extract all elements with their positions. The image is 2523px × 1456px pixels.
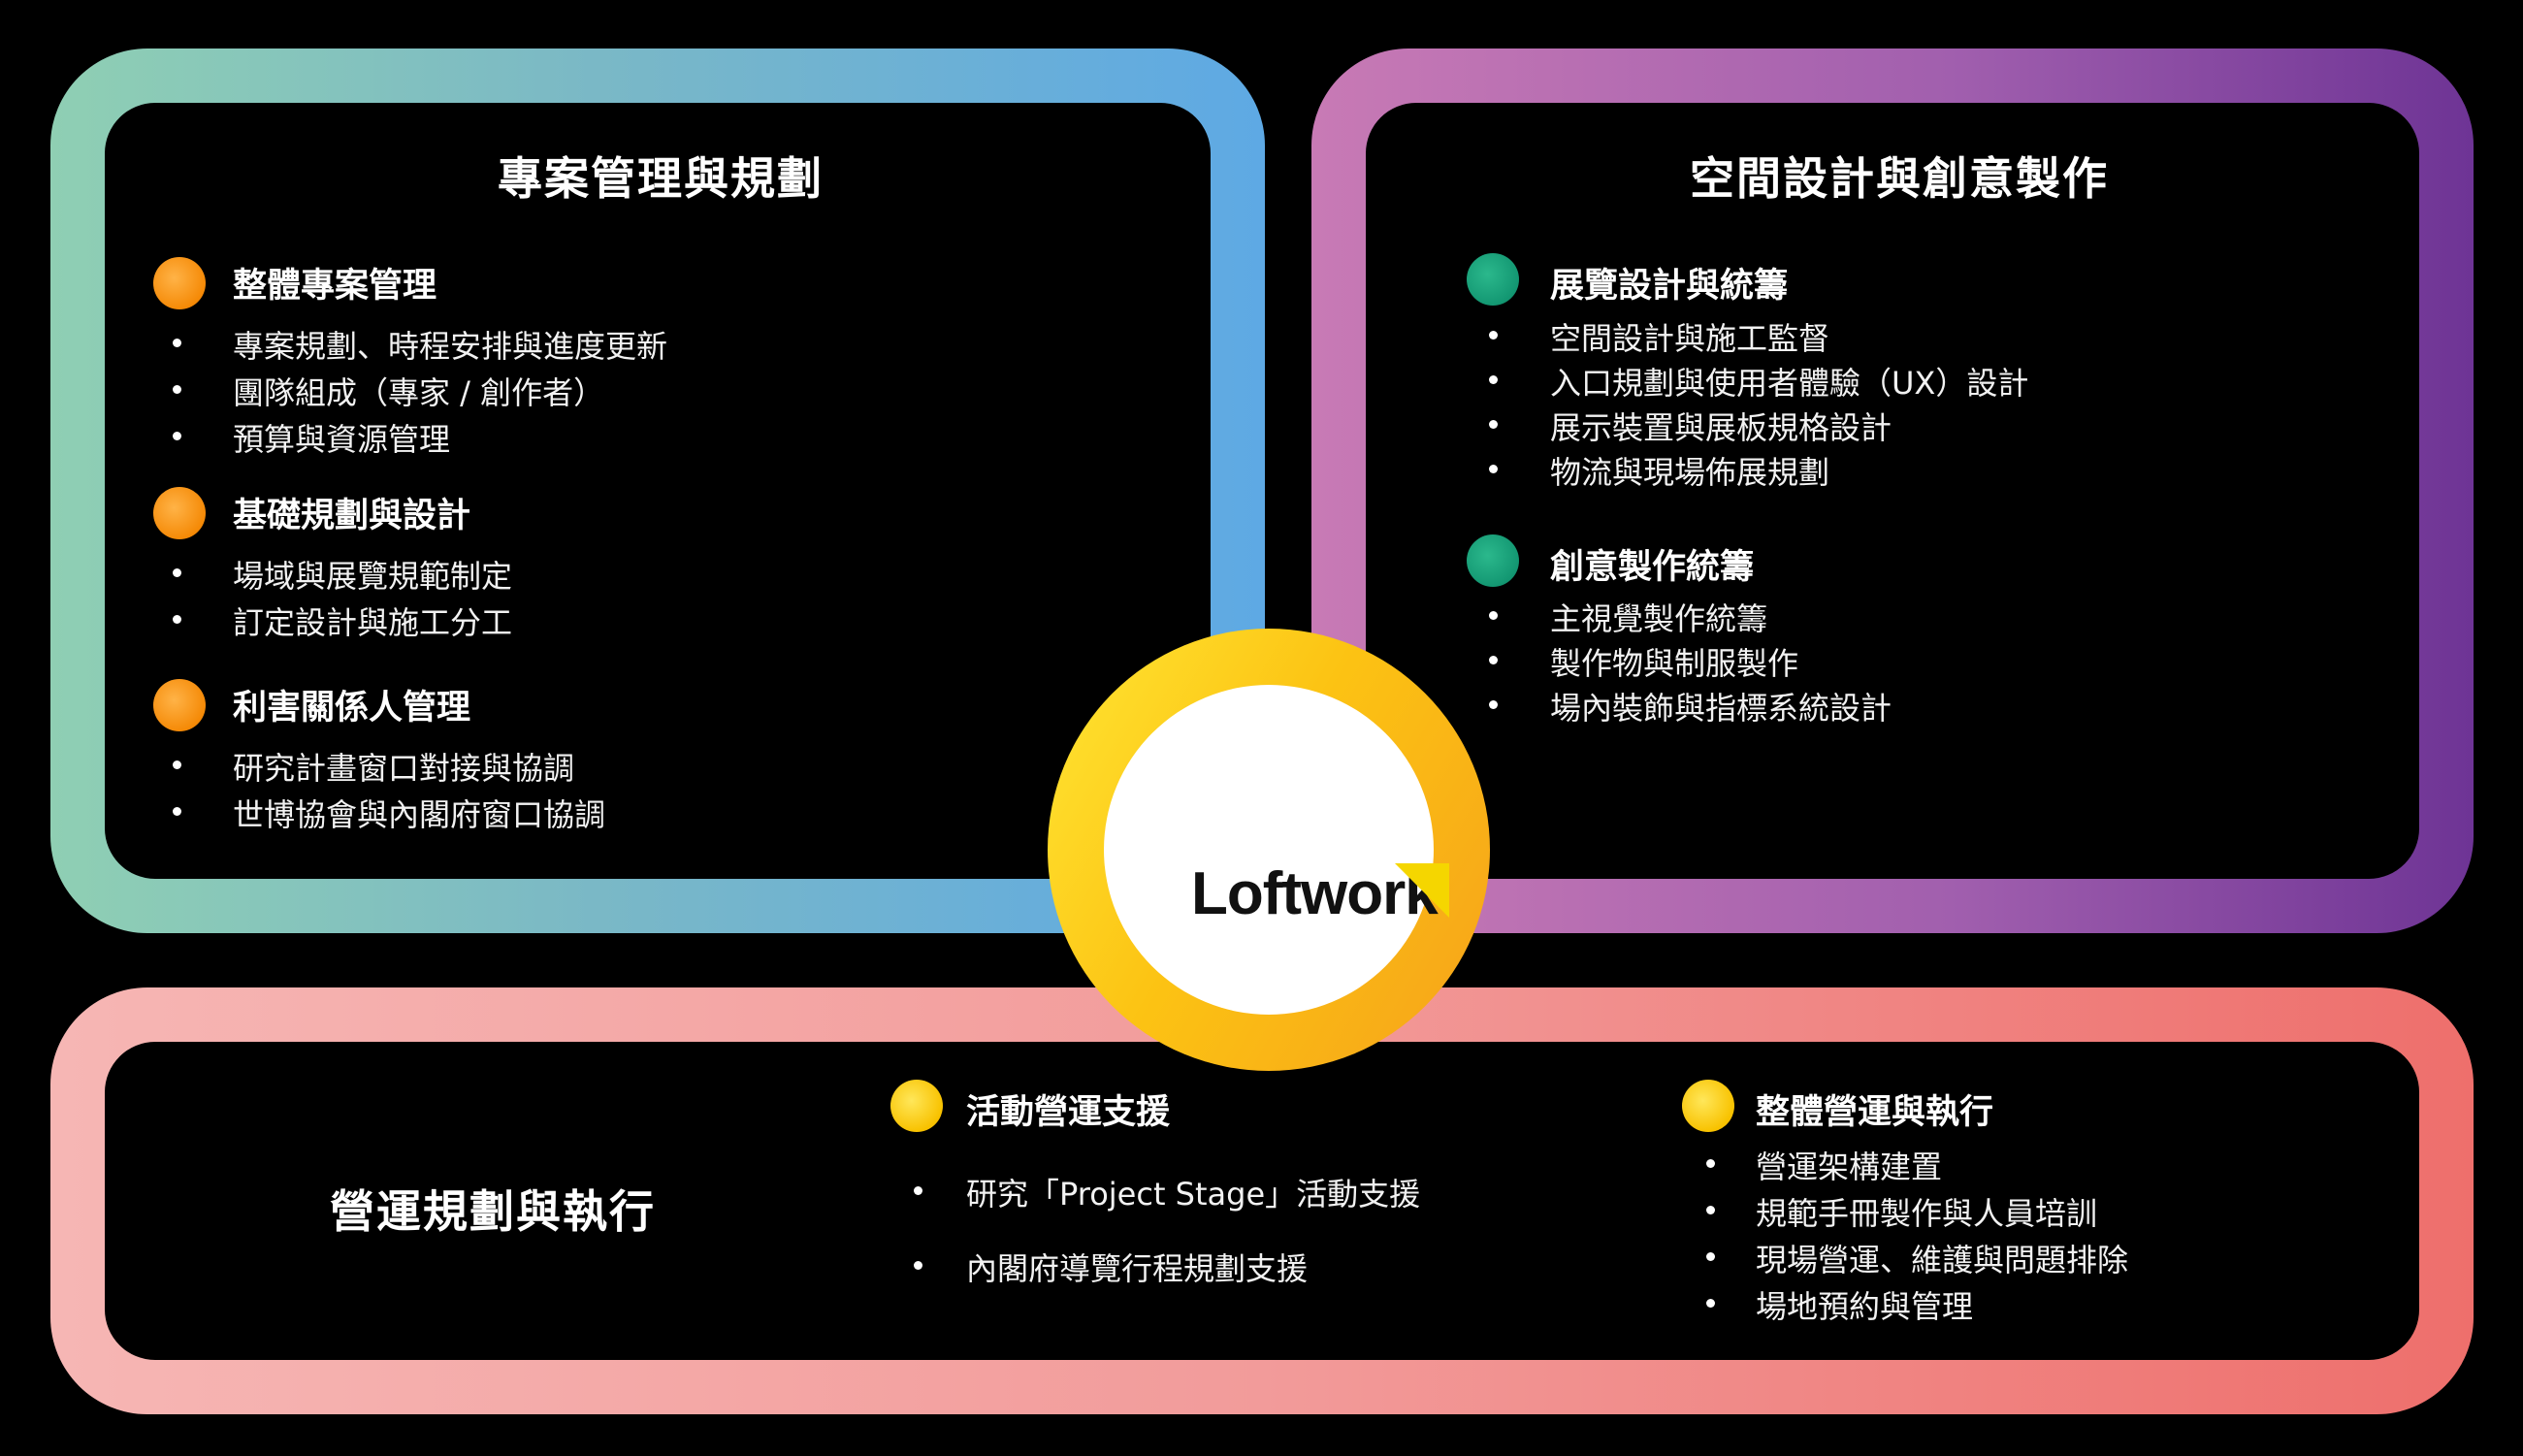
bullet-icon (1706, 1159, 1715, 1168)
list-item: 訂定設計與施工分工 (233, 604, 513, 641)
section-title: 基礎規劃與設計 (233, 497, 471, 535)
list-item: 入口規劃與使用者體驗（UX）設計 (1550, 365, 2029, 402)
orange-dot-icon (153, 487, 206, 539)
list-item: 營運架構建置 (1756, 1149, 1943, 1185)
bullet-icon (173, 339, 181, 347)
bullet-icon (1489, 656, 1498, 664)
orange-dot-icon (153, 257, 206, 309)
list-item: 場地預約與管理 (1756, 1288, 1974, 1325)
section-title: 利害關係人管理 (233, 689, 471, 728)
bullet-icon (1706, 1299, 1715, 1308)
list-item: 主視覺製作統籌 (1550, 600, 1768, 637)
list-item: 現場營運、維護與問題排除 (1756, 1242, 2129, 1278)
orange-dot-icon (153, 679, 206, 731)
project-management-panel (105, 103, 1211, 879)
bullet-icon (173, 807, 181, 816)
list-item: 研究「Project Stage」活動支援 (966, 1176, 1421, 1213)
logo-ring: Loftwork (1048, 629, 1490, 1071)
list-item: 內閣府導覽行程規劃支援 (966, 1250, 1309, 1287)
section-title: 活動營運支援 (966, 1093, 1171, 1132)
list-item: 研究計畫窗口對接與協調 (233, 750, 575, 787)
list-item: 場域與展覽規範制定 (233, 558, 513, 595)
operation-panel-title: 營運規劃與執行 (330, 1185, 656, 1238)
list-item: 團隊組成（專家 / 創作者） (233, 374, 605, 411)
bullet-icon (173, 385, 181, 394)
list-item: 世博協會與內閣府窗口協調 (233, 796, 606, 833)
logo-text: Loftwork (1191, 860, 1439, 927)
bullet-icon (173, 432, 181, 440)
bullet-icon (173, 760, 181, 769)
bullet-icon (914, 1261, 922, 1270)
section-title: 整體專案管理 (233, 267, 437, 306)
bullet-icon (1489, 331, 1498, 340)
section-title: 整體營運與執行 (1756, 1093, 1994, 1132)
bullet-icon (1489, 700, 1498, 709)
bullet-icon (173, 615, 181, 624)
bullet-icon (1489, 375, 1498, 384)
bullet-icon (1489, 465, 1498, 473)
list-item: 規範手冊製作與人員培訓 (1756, 1195, 2098, 1232)
operation-panel (105, 1042, 2419, 1360)
bullet-icon (1489, 420, 1498, 429)
bullet-icon (173, 568, 181, 577)
bullet-icon (1706, 1252, 1715, 1261)
project-panel-title: 專案管理與規劃 (498, 152, 824, 205)
space-design-panel (1366, 103, 2419, 879)
yellow-dot-icon (1682, 1080, 1734, 1132)
list-item: 製作物與制服製作 (1550, 645, 1799, 682)
loftwork-flag-icon (1395, 863, 1449, 918)
list-item: 展示裝置與展板規格設計 (1550, 409, 1892, 446)
project-management-frame (50, 49, 1265, 933)
list-item: 專案規劃、時程安排與進度更新 (233, 328, 668, 365)
bullet-icon (1489, 611, 1498, 620)
yellow-dot-icon (890, 1080, 943, 1132)
logo-badge: Loftwork (1104, 685, 1449, 1015)
list-item: 物流與現場佈展規劃 (1550, 454, 1830, 491)
bullet-icon (914, 1186, 922, 1195)
space-design-frame (1311, 49, 2474, 933)
space-panel-title: 空間設計與創意製作 (1690, 152, 2109, 205)
list-item: 預算與資源管理 (233, 421, 451, 458)
section-title: 展覽設計與統籌 (1550, 267, 1789, 306)
list-item: 空間設計與施工監督 (1550, 320, 1830, 357)
section-title: 創意製作統籌 (1550, 548, 1755, 587)
green-dot-icon (1467, 534, 1519, 587)
bullet-icon (1706, 1206, 1715, 1214)
green-dot-icon (1467, 253, 1519, 306)
list-item: 場內裝飾與指標系統設計 (1550, 690, 1892, 727)
